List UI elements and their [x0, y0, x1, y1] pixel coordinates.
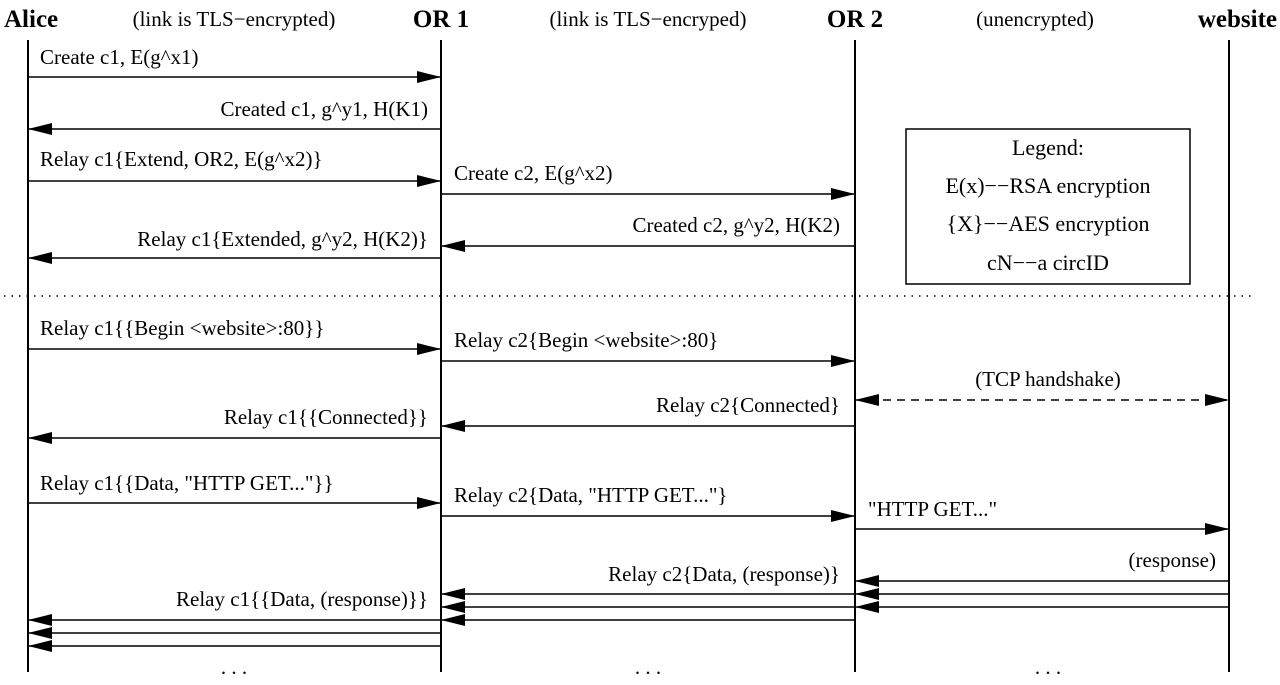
link-note-or2-website: (unencrypted)	[976, 7, 1094, 31]
label-m10: Relay c2{Connected}	[656, 393, 840, 417]
label-m14: "HTTP GET..."	[868, 497, 997, 521]
continuation-alice-or1: . . .	[221, 655, 247, 679]
legend-line-aes: {X}−−AES encryption	[947, 211, 1150, 236]
participant-website: website	[1198, 6, 1277, 33]
link-note-alice-or1: (link is TLS−encrypted)	[133, 7, 336, 31]
legend-box	[905, 128, 1191, 285]
label-m11: Relay c1{{Connected}}	[224, 405, 428, 429]
participant-alice: Alice	[4, 6, 58, 33]
label-m8: Relay c2{Begin <website>:80}	[454, 328, 718, 352]
label-m16: Relay c2{Data, (response)}	[608, 562, 840, 586]
legend-line-rsa: E(x)−−RSA encryption	[945, 173, 1150, 198]
label-m4: Create c2, E(g^x2)	[454, 161, 613, 185]
label-m1: Create c1, E(g^x1)	[40, 45, 199, 69]
label-m7: Relay c1{{Begin <website>:80}}	[40, 316, 324, 340]
label-m9: (TCP handshake)	[975, 367, 1121, 391]
label-m3: Relay c1{Extend, OR2, E(g^x2)}	[40, 147, 323, 171]
label-m6: Relay c1{Extended, g^y2, H(K2)}	[137, 227, 428, 251]
participant-or1: OR 1	[413, 6, 469, 33]
label-m13: Relay c2{Data, "HTTP GET..."}	[454, 483, 727, 507]
participant-or2: OR 2	[827, 6, 883, 33]
label-m2: Created c1, g^y1, H(K1)	[220, 97, 428, 121]
continuation-or1-or2: . . .	[635, 655, 661, 679]
link-note-or1-or2: (link is TLS−encryped)	[550, 7, 747, 31]
legend-line-circid: cN−−a circID	[987, 250, 1109, 275]
label-m15: (response)	[1129, 548, 1216, 572]
label-m12: Relay c1{{Data, "HTTP GET..."}}	[40, 471, 334, 495]
label-m17: Relay c1{{Data, (response)}}	[176, 587, 428, 611]
label-m5: Created c2, g^y2, H(K2)	[632, 213, 840, 237]
legend-title: Legend:	[1012, 135, 1084, 160]
continuation-or2-website: . . .	[1035, 655, 1061, 679]
